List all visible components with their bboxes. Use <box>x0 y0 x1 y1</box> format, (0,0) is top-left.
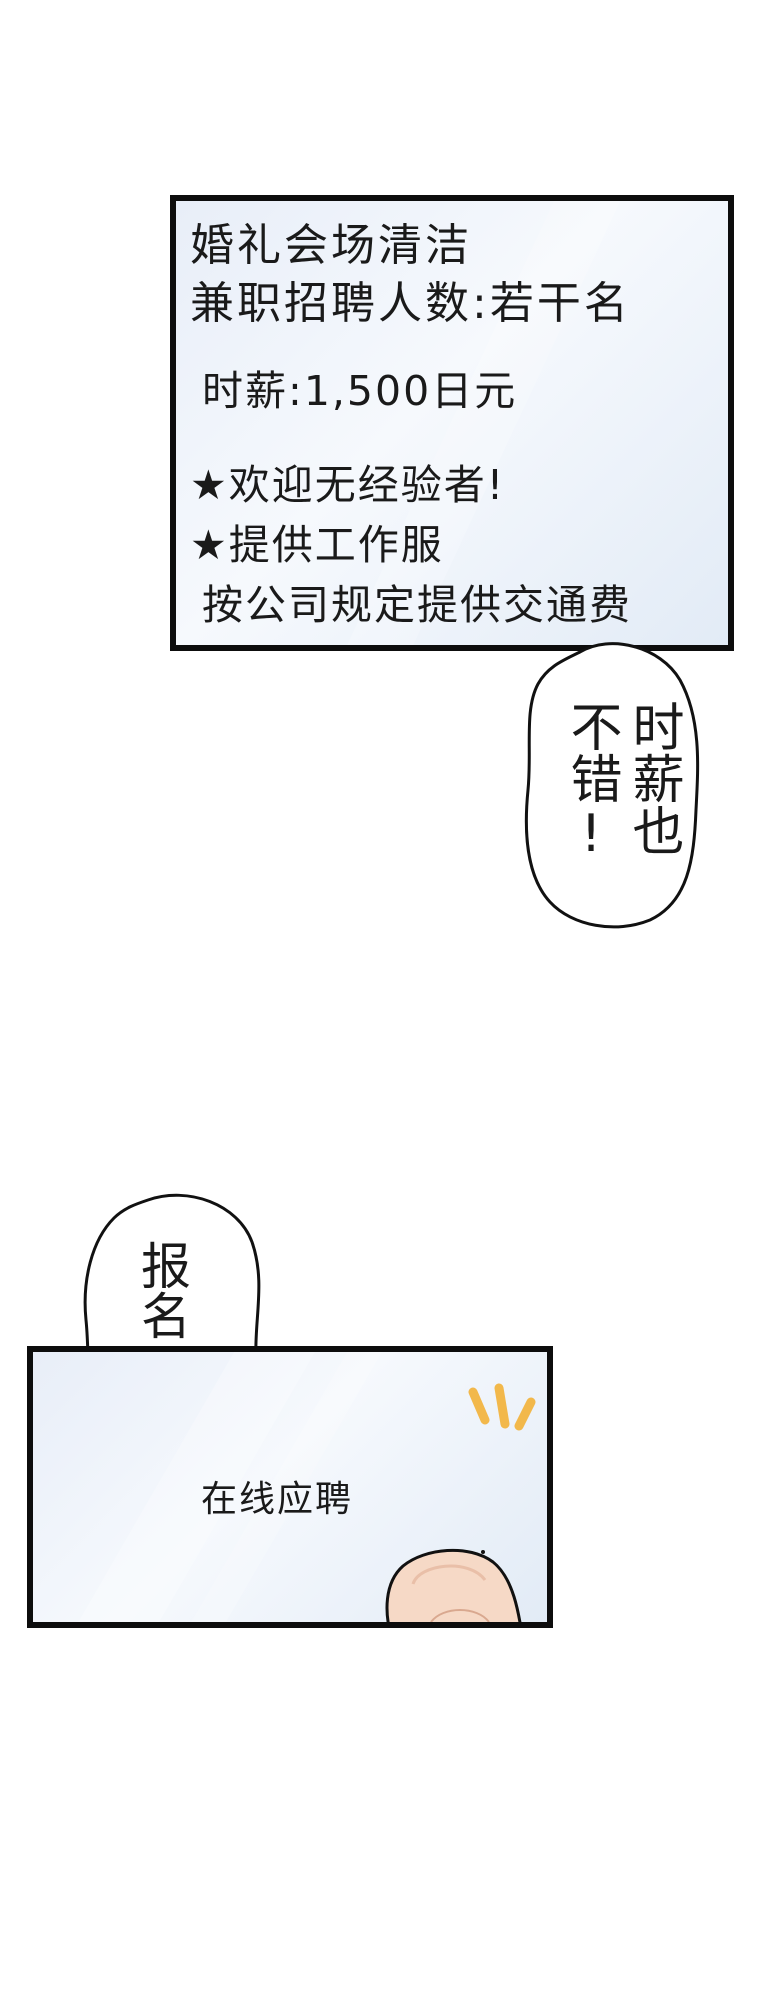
wage-comment-column-1: 时薪也 <box>623 700 683 856</box>
job-posting-panel: 婚礼会场清洁 兼职招聘人数:若干名 时薪:1,500日元 ★欢迎无经验者! ★提… <box>170 195 734 651</box>
job-wage: 时薪:1,500日元 <box>202 367 518 415</box>
wage-comment-column-2: 不错! <box>561 700 621 864</box>
speech-bubble-wage <box>524 642 700 929</box>
job-perk-no-experience: ★欢迎无经验者! <box>190 461 506 509</box>
job-perk-uniform: ★提供工作服 <box>190 521 444 569</box>
tap-mark-icon <box>468 1383 536 1431</box>
job-title: 婚礼会场清洁 <box>190 220 472 271</box>
finger-icon <box>385 1548 522 1622</box>
apply-online-button[interactable]: 在线应聘 <box>201 1479 354 1520</box>
job-recruit-count: 兼职招聘人数:若干名 <box>190 278 631 329</box>
apply-screen-panel: 在线应聘 <box>27 1346 553 1628</box>
job-perk-transport: 按公司规定提供交通费 <box>202 581 632 629</box>
